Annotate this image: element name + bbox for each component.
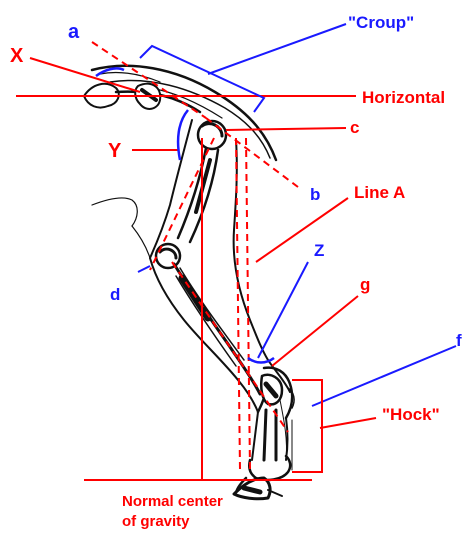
tibia-axis-dashed [172, 262, 288, 432]
d-mark [138, 266, 150, 272]
label-horizontal: Horizontal [362, 88, 445, 107]
label-b: b [310, 185, 320, 204]
thigh-front-outline [150, 120, 192, 258]
label-y: Y [108, 140, 122, 162]
line-a-dashed-2 [236, 138, 240, 470]
label-croup: "Croup" [348, 13, 414, 32]
label-g: g [360, 275, 370, 294]
label-d: d [110, 285, 120, 304]
label-x: X [10, 45, 24, 67]
hock-leader [320, 418, 376, 428]
belly-line [92, 198, 137, 226]
label-f: f [456, 331, 462, 350]
f-leader [312, 346, 456, 406]
label-z: Z [314, 241, 324, 260]
label-line-a: Line A [354, 183, 405, 202]
cannon-front [252, 412, 258, 460]
line-a-dashed [246, 138, 250, 470]
thigh-rear-outline [234, 140, 268, 360]
line-a-leader [256, 198, 348, 262]
fetlock [249, 456, 290, 480]
leg-illustration [84, 66, 294, 499]
belly-fold [132, 226, 150, 258]
c-leader [226, 128, 346, 130]
hock-bracket-shape [292, 380, 322, 472]
label-a: a [68, 21, 80, 43]
hock-bracket [292, 380, 322, 472]
label-center-gravity-line1: Normal center [122, 493, 223, 510]
label-hock: "Hock" [382, 405, 440, 424]
cannon-bone [264, 410, 276, 460]
label-c: c [350, 118, 359, 137]
gaskin-front-outline [150, 258, 258, 412]
label-center-gravity-line2: of gravity [122, 513, 190, 530]
croup-leader [208, 24, 346, 74]
femur-bone [178, 148, 218, 242]
